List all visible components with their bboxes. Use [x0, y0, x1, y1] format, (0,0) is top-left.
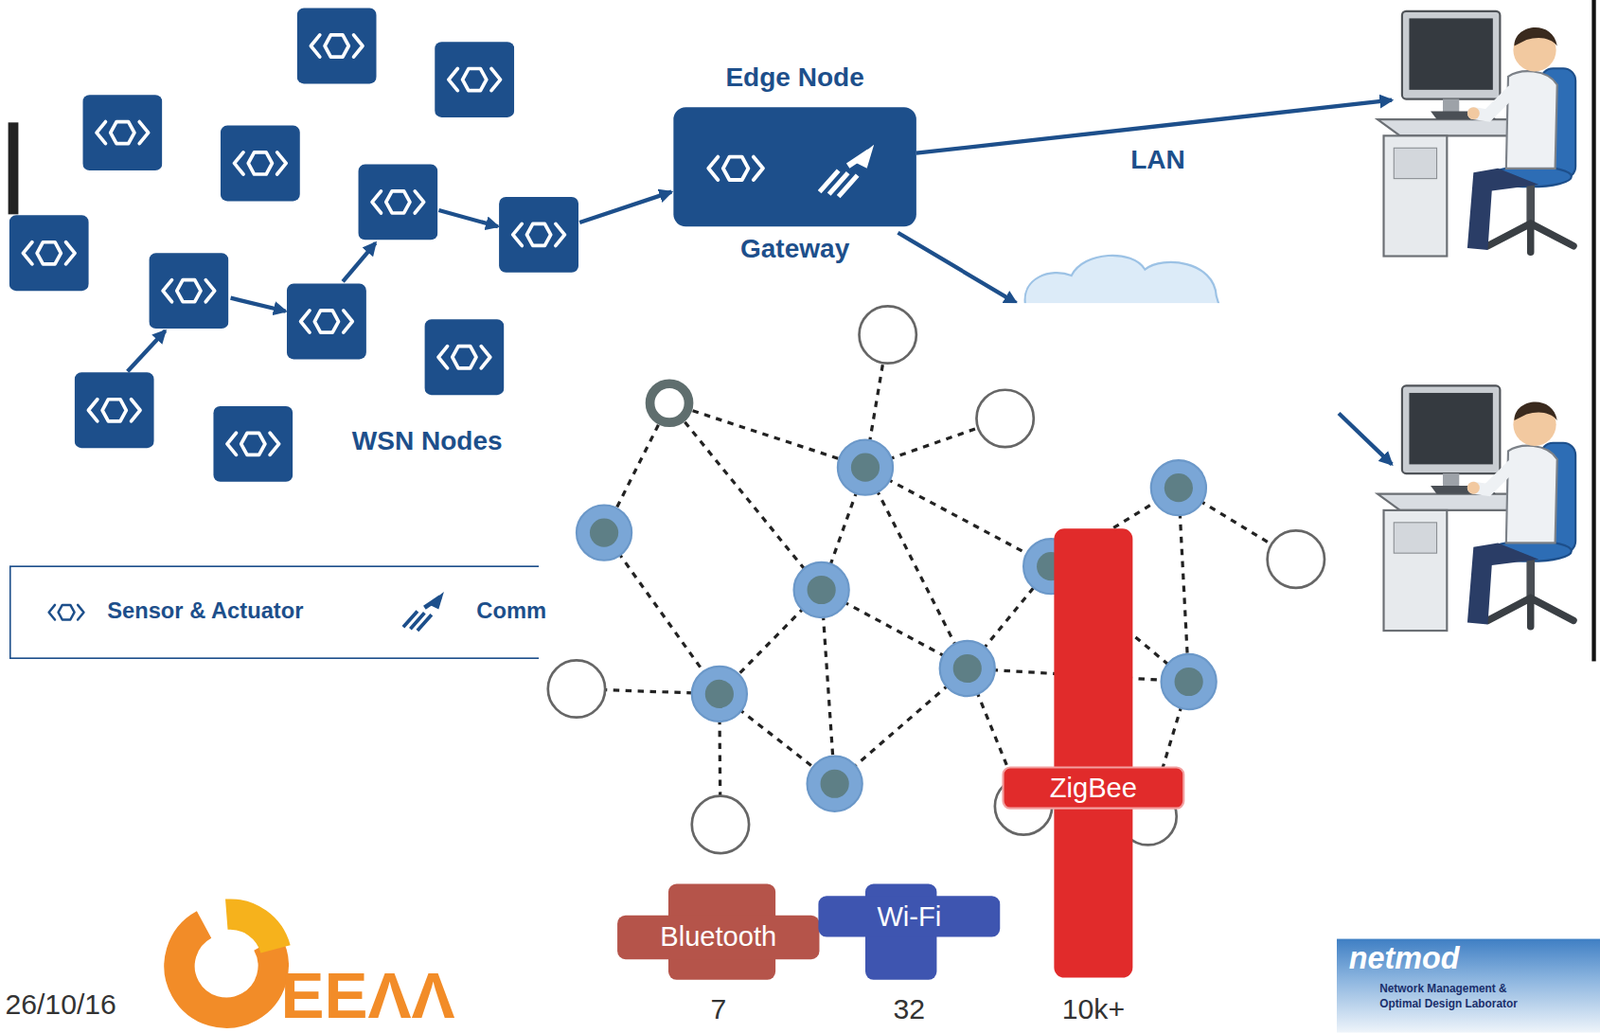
node-label: Bluetooth — [659, 915, 777, 960]
protocol-shape — [817, 895, 1000, 937]
node-label: ZigBee — [1049, 767, 1138, 809]
mesh-node-router — [940, 640, 996, 696]
route-arrow — [231, 298, 286, 312]
mesh-node-router — [794, 562, 850, 618]
gateway-box — [708, 157, 764, 180]
mesh-node-router — [1164, 473, 1193, 502]
sensor-node — [424, 319, 504, 395]
sensor-node — [148, 252, 229, 329]
legend-box — [49, 604, 85, 621]
mesh-node-router — [576, 505, 632, 561]
sensor-node — [297, 8, 377, 85]
lab-logo — [1336, 939, 1600, 1033]
node-count: Gateway — [740, 232, 850, 264]
logo-subtitle: Network Management & — [1379, 981, 1507, 995]
sensor-node — [213, 406, 293, 482]
gateway-box — [819, 144, 875, 197]
sensor-node — [9, 8, 579, 482]
route-arrow — [342, 243, 375, 283]
node-label: Wi-Fi — [876, 895, 942, 937]
gateway-box — [673, 106, 917, 227]
node-label: Edge Node — [725, 61, 864, 92]
mesh-node-empty — [976, 390, 1033, 447]
route-arrow — [438, 210, 498, 227]
route-arrow — [579, 192, 672, 223]
legend-box — [10, 566, 583, 658]
mesh-link — [821, 589, 836, 784]
protocol-shape — [1002, 767, 1184, 809]
mesh-node-router — [820, 769, 850, 799]
mesh-link — [1178, 487, 1190, 682]
logo-mark — [226, 914, 276, 950]
edge-bar — [8, 122, 19, 214]
mesh-node-router — [851, 453, 880, 482]
mesh-link — [865, 467, 1051, 568]
protocol-shape — [1002, 528, 1184, 978]
divider-line — [1591, 0, 1596, 661]
mesh-coordinator — [650, 383, 690, 423]
mesh-link — [604, 533, 720, 694]
mesh-node-router — [589, 518, 619, 548]
overlay-panel — [538, 302, 1337, 1033]
gateway-node: Edge NodeGateway — [653, 61, 938, 268]
node-count: 10k+ — [1062, 992, 1125, 1028]
legend-text: Comm — [476, 595, 547, 626]
mesh-node-router — [1161, 654, 1217, 710]
sensor-node — [498, 196, 579, 273]
sensor-node — [434, 41, 515, 118]
mesh-link — [669, 403, 866, 468]
mesh-node-empty — [1267, 530, 1325, 587]
mesh-link — [669, 403, 822, 590]
protocol-shape — [617, 915, 819, 960]
mesh-node-router — [807, 756, 863, 812]
protocol-bar: Wi-Fi32 — [817, 883, 1000, 979]
protocol-bar: Bluetooth7 — [617, 883, 819, 979]
sensor-node — [82, 94, 162, 171]
protocol-shape — [1053, 528, 1133, 978]
mesh-node-router — [705, 679, 734, 709]
mesh-node-empty — [548, 659, 605, 717]
mesh-node-router — [1174, 667, 1204, 696]
mesh-node-router — [953, 654, 982, 683]
legend-box — [403, 591, 445, 631]
legend-box — [10, 566, 583, 658]
wsn-label: WSN Nodes — [352, 426, 503, 457]
user-workstation — [1377, 11, 1576, 257]
mesh-node-router — [807, 575, 836, 605]
mesh-link — [865, 467, 968, 669]
sensor-node — [9, 214, 89, 291]
mesh-node-router — [837, 440, 893, 496]
mesh-link — [576, 335, 1297, 825]
mesh-node-router — [1151, 460, 1207, 516]
route-arrow — [1338, 413, 1392, 465]
legend-text: Sensor & Actuator — [106, 595, 303, 626]
sensor-node — [286, 284, 367, 360]
protocol-bar: ZigBee10k+ — [1002, 528, 1184, 978]
user-workstation — [1377, 385, 1576, 631]
logo-mark — [179, 914, 276, 1014]
mesh-node-router — [692, 666, 747, 722]
mesh-node-empty — [692, 796, 749, 854]
mesh-node-empty — [859, 305, 917, 363]
node-count: 7 — [710, 992, 727, 1028]
route-arrow — [127, 330, 166, 372]
link-label: LAN — [1130, 144, 1186, 175]
sensor-node — [220, 125, 301, 202]
logo-subtitle: Optimal Design Laborator — [1379, 996, 1518, 1010]
slide-date: 26/10/16 — [4, 989, 116, 1021]
mesh-node-empty — [548, 305, 1325, 854]
cloud — [1025, 255, 1220, 306]
node-count: 32 — [893, 992, 926, 1028]
route-arrow — [897, 232, 1016, 303]
logo-text: EEΛΛ — [280, 959, 455, 1032]
sensor-node — [74, 372, 155, 448]
gateway-box — [673, 106, 917, 227]
sensor-node — [357, 163, 438, 240]
logo-wordmark: netmod — [1349, 941, 1460, 976]
